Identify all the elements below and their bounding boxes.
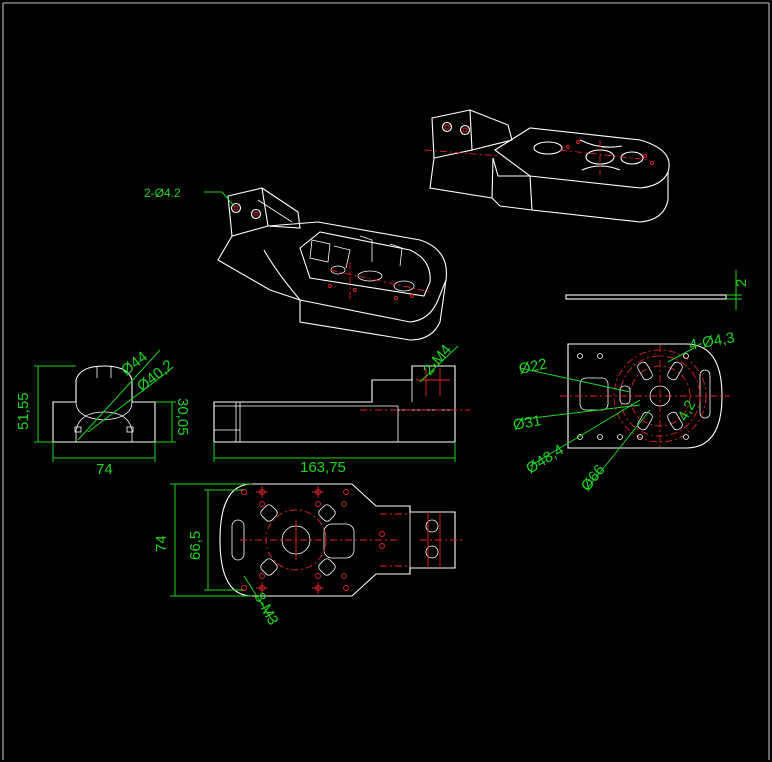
end-d3-label: Ø48,4 [523,441,567,477]
top-height-label: 74 [153,535,170,552]
end-view: Ø22 Ø31 Ø48,4 Ø66 4-Ø4,3 4,2 [512,329,736,494]
top-view: 74 66,5 8-M3 [153,483,462,628]
iso-view-open: 2-Ø4.2 [144,186,448,341]
iso-callout-label: 2-Ø4.2 [144,186,181,200]
front-view: 2-M4 163,75 [213,341,470,476]
end-d2-label: Ø31 [512,412,543,434]
side-view: 51,55 30,05 74 Ø44 Ø40,2 [15,348,191,478]
end-d1-label: Ø22 [517,355,548,378]
side-width-label: 74 [96,461,113,478]
end-slot-label: 4,2 [675,397,700,423]
side-height-label: 51,55 [15,392,32,430]
m3-holes [241,486,385,594]
top-inner-height-label: 66,5 [187,531,204,560]
end-d4-label: Ø66 [578,462,609,495]
side-inner-height-label: 30,05 [174,398,191,436]
plate-thickness-view: 2 [565,270,750,310]
front-thread-label: 2-M4 [420,341,455,378]
end-holes-label: 4-Ø4,3 [688,329,736,354]
iso-view-top [424,109,670,223]
front-length-label: 163,75 [300,459,346,476]
thickness-label: 2 [733,279,750,287]
